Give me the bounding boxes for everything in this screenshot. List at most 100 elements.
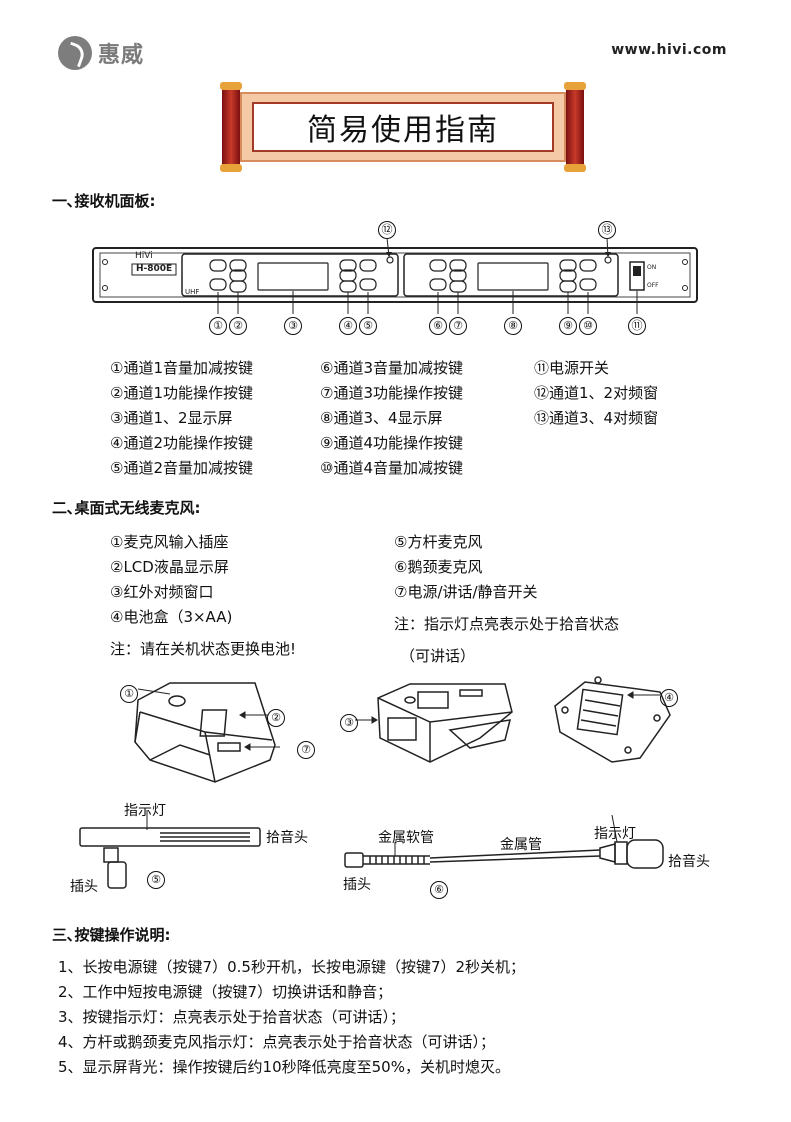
instruction-item: 4、方杆或鹅颈麦克风指示灯：点亮表示处于拾音状态（可讲话）； xyxy=(58,1033,496,1051)
mic-legend-col1: ①麦克风输入插座 ②LCD液晶显示屏 ③红外对频窗口 ④电池盒（3×AA) xyxy=(110,530,232,630)
fig-callout-7: ⑦ xyxy=(297,738,315,759)
callout-label: ⑤ xyxy=(147,871,165,889)
legend-item: ⑤方杆麦克风 xyxy=(394,533,483,551)
callout-2: ② xyxy=(229,314,247,335)
fig-callout-3: ③ xyxy=(340,711,358,732)
callout-9: ⑨ xyxy=(559,314,577,335)
indicator-note-continued: （可讲话） xyxy=(400,647,476,665)
callout-label: ① xyxy=(120,685,138,703)
legend-item: ⑩通道4音量加减按键 xyxy=(320,459,463,477)
legend-item: ⑦通道3功能操作按键 xyxy=(320,384,463,402)
legend-item: ⑧通道3、4显示屏 xyxy=(320,409,443,427)
legend-item: ④电池盒（3×AA) xyxy=(110,608,233,626)
legend-item: ⑪电源开关 xyxy=(534,359,610,377)
callout-label: ② xyxy=(267,709,285,727)
fig-callout-4: ④ xyxy=(660,686,678,707)
receiver-legend-col3: ⑪电源开关 ⑫通道1、2对频窗 ⑬通道3、4对频窗 xyxy=(534,356,658,431)
callout-label: ⑨ xyxy=(559,317,577,335)
callout-label: ① xyxy=(209,317,227,335)
indicator-note: 注：指示灯点亮表示处于拾音状态 xyxy=(394,615,620,633)
section-heading-receiver: 一､接收机面板: xyxy=(52,192,156,210)
instruction-item: 3、按键指示灯：点亮表示处于拾音状态（可讲话）； xyxy=(58,1008,406,1026)
mic5-indicator-label: 指示灯 xyxy=(124,803,166,819)
fig-callout-6: ⑥ xyxy=(430,878,448,899)
section-heading-operation: 三､按键操作说明: xyxy=(52,926,171,944)
callout-5: ⑤ xyxy=(359,314,377,335)
callout-7: ⑦ xyxy=(449,314,467,335)
callout-3: ③ xyxy=(284,314,302,335)
microphone-drawings xyxy=(79,676,671,889)
power-on-label: ON xyxy=(647,264,657,271)
legend-item: ①麦克风输入插座 xyxy=(110,533,229,551)
mic6-head-label: 拾音头 xyxy=(668,854,710,870)
callout-label: ③ xyxy=(284,317,302,335)
scroll-rod-right xyxy=(566,86,584,168)
callout-8: ⑧ xyxy=(504,314,522,335)
legend-item: ⑥鹅颈麦克风 xyxy=(394,558,483,576)
callout-label: ⑥ xyxy=(429,317,447,335)
mic5-head-label: 拾音头 xyxy=(266,830,308,846)
legend-item: ⑨通道4功能操作按键 xyxy=(320,434,463,452)
mic6-plug-label: 插头 xyxy=(343,877,371,893)
title-box: 简易使用指南 xyxy=(252,102,554,152)
callout-label: ⑧ xyxy=(504,317,522,335)
callout-10: ⑩ xyxy=(579,314,597,335)
callout-label: ⑤ xyxy=(359,317,377,335)
mic6-hose-label: 金属软管 xyxy=(378,830,434,846)
scroll-cap xyxy=(220,82,242,90)
brand-logo: 惠威 xyxy=(58,36,144,70)
panel-brand: HiVi xyxy=(135,251,153,261)
power-off-label: OFF xyxy=(647,282,659,289)
legend-item: ③红外对频窗口 xyxy=(110,583,214,601)
instruction-item: 2、工作中短按电源键（按键7）切换讲话和静音； xyxy=(58,983,393,1001)
legend-item: ⑦电源/讲话/静音开关 xyxy=(394,583,538,601)
callout-label: ⑪ xyxy=(628,317,646,335)
fig-callout-5: ⑤ xyxy=(147,868,165,889)
scroll-rod-left xyxy=(222,86,240,168)
legend-item: ①通道1音量加减按键 xyxy=(110,359,253,377)
scroll-cap xyxy=(564,164,586,172)
instruction-item: 1、长按电源键（按键7）0.5秒开机，长按电源键（按键7）2秒关机； xyxy=(58,958,526,976)
hivi-logo-icon xyxy=(58,36,92,70)
receiver-legend-col2: ⑥通道3音量加减按键 ⑦通道3功能操作按键 ⑧通道3、4显示屏 ⑨通道4功能操作… xyxy=(320,356,463,481)
callout-label: ② xyxy=(229,317,247,335)
legend-item: ⑤通道2音量加减按键 xyxy=(110,459,253,477)
legend-item: ⑥通道3音量加减按键 xyxy=(320,359,463,377)
callout-label: ④ xyxy=(660,689,678,707)
brand-name: 惠威 xyxy=(98,43,145,68)
mic6-tube-label: 金属管 xyxy=(500,837,542,853)
callout-label: ③ xyxy=(340,714,358,732)
legend-item: ②通道1功能操作按键 xyxy=(110,384,253,402)
scroll-cap xyxy=(564,82,586,90)
battery-note: 注：请在关机状态更换电池! xyxy=(110,640,297,658)
mic-legend-col2: ⑤方杆麦克风 ⑥鹅颈麦克风 ⑦电源/讲话/静音开关 xyxy=(394,530,538,605)
callout-label: ⑦ xyxy=(297,741,315,759)
callout-label: ⑦ xyxy=(449,317,467,335)
operation-instructions: 1、长按电源键（按键7）0.5秒开机，长按电源键（按键7）2秒关机； 2、工作中… xyxy=(58,955,525,1080)
title-scroll: 简易使用指南 xyxy=(220,82,586,172)
fig-callout-1: ① xyxy=(120,682,138,703)
receiver-panel-drawing xyxy=(92,237,698,314)
legend-item: ⑬通道3、4对频窗 xyxy=(534,409,659,427)
callout-4: ④ xyxy=(339,314,357,335)
callout-6: ⑥ xyxy=(429,314,447,335)
callout-label: ⑥ xyxy=(430,881,448,899)
panel-model: H-800E xyxy=(136,264,173,274)
instruction-item: 5、显示屏背光：操作按键后约10秒降低亮度至50%，关机时熄灭。 xyxy=(58,1058,510,1076)
fig-callout-2: ② xyxy=(267,706,285,727)
receiver-legend-col1: ①通道1音量加减按键 ②通道1功能操作按键 ③通道1、2显示屏 ④通道2功能操作… xyxy=(110,356,253,481)
legend-item: ④通道2功能操作按键 xyxy=(110,434,253,452)
callout-11: ⑪ xyxy=(628,314,646,335)
page-title: 简易使用指南 xyxy=(307,113,499,148)
legend-item: ②LCD液晶显示屏 xyxy=(110,558,229,576)
scroll-cap xyxy=(220,164,242,172)
legend-item: ③通道1、2显示屏 xyxy=(110,409,233,427)
mic5-plug-label: 插头 xyxy=(70,879,98,895)
panel-band: UHF xyxy=(185,288,200,296)
callout-label: ④ xyxy=(339,317,357,335)
section-heading-microphone: 二､桌面式无线麦克风: xyxy=(52,499,201,517)
callout-label: ⑩ xyxy=(579,317,597,335)
callout-1: ① xyxy=(209,314,227,335)
website-url: www.hivi.com xyxy=(611,42,727,58)
mic6-indicator-label: 指示灯 xyxy=(594,826,636,842)
